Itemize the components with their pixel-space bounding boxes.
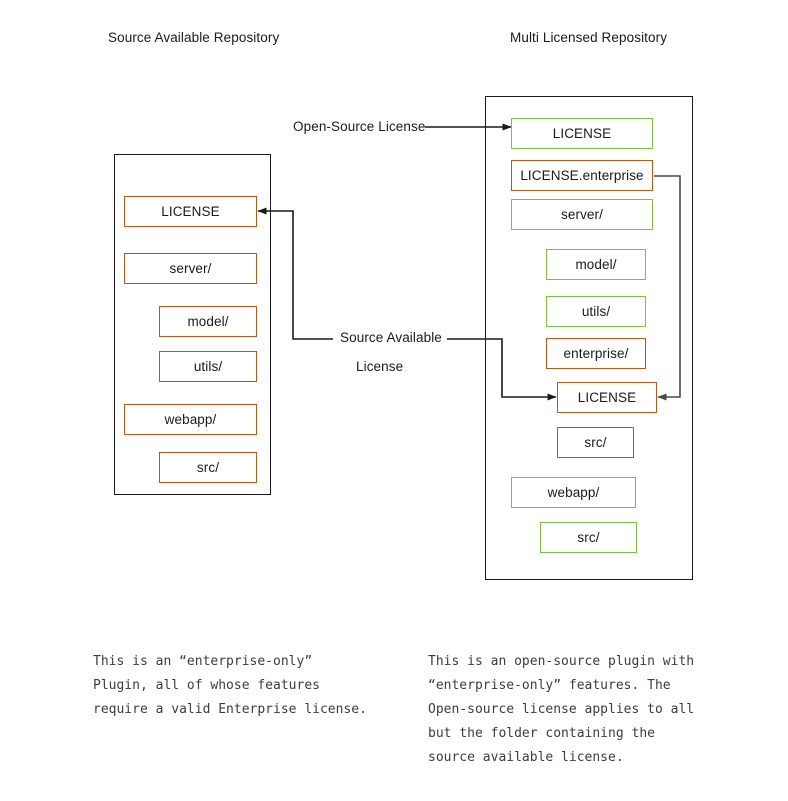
source-available-license-label-line1: Source Available — [340, 330, 442, 345]
right-node-utils[interactable]: utils/ — [546, 296, 646, 327]
left-node-utils[interactable]: utils/ — [159, 351, 257, 382]
source-available-license-label-line2: License — [356, 359, 404, 374]
right-node-server[interactable]: server/ — [511, 199, 653, 230]
left-node-src[interactable]: src/ — [159, 452, 257, 483]
left-node-webapp[interactable]: webapp/ — [124, 404, 257, 435]
left-caption: This is an “enterprise-only” Plugin, all… — [93, 654, 367, 717]
right-node-enterprise-src[interactable]: src/ — [557, 427, 634, 458]
left-node-model[interactable]: model/ — [159, 306, 257, 337]
right-node-webapp[interactable]: webapp/ — [511, 477, 636, 508]
open-source-license-label: Open-Source License — [293, 119, 426, 134]
right-node-enterprise-license[interactable]: LICENSE — [557, 382, 657, 413]
right-node-license[interactable]: LICENSE — [511, 118, 653, 149]
left-node-license[interactable]: LICENSE — [124, 196, 257, 227]
right-node-enterprise[interactable]: enterprise/ — [546, 338, 646, 369]
right-caption: This is an open-source plugin with “ente… — [428, 654, 695, 765]
right-node-license-enterprise[interactable]: LICENSE.enterprise — [511, 160, 653, 191]
right-repo-title: Multi Licensed Repository — [510, 30, 668, 45]
right-repo-frame — [485, 96, 693, 580]
left-repo-title: Source Available Repository — [108, 30, 280, 45]
right-node-model[interactable]: model/ — [546, 249, 646, 280]
right-node-webapp-src[interactable]: src/ — [540, 522, 637, 553]
left-node-server[interactable]: server/ — [124, 253, 257, 284]
